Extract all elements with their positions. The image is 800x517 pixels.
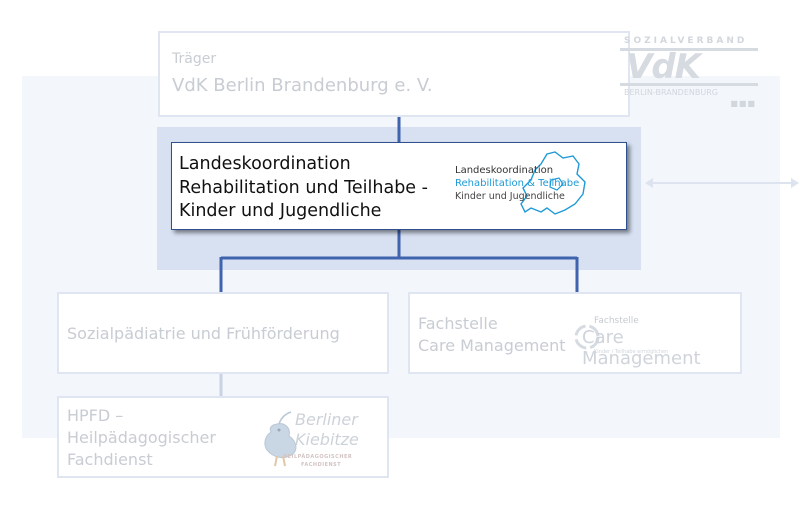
berliner-kiebitze-logo: Berliner Kiebitze HEILPÄDAGOGISCHER FACH… <box>255 406 385 478</box>
bk-logo-line4: FACHDIENST <box>301 462 342 468</box>
cm-logo-main: Care Management <box>582 327 701 369</box>
bk-logo-line1: Berliner <box>295 410 358 429</box>
landeskoordination-logo: Landeskoordination Rehabilitation & Teil… <box>455 150 615 222</box>
vdk-logo-top: SOZIALVERBAND <box>624 36 748 46</box>
lk-logo-line2: Rehabilitation & Teilhabe <box>455 178 580 189</box>
traeger-label: Träger <box>172 51 217 67</box>
bird-icon <box>264 411 297 467</box>
care-node: Fachstelle Care Management Fachstelle Ca… <box>408 292 742 374</box>
vdk-logo-sub: BERLIN-BRANDENBURG <box>624 88 718 97</box>
care-management-logo: Fachstelle Care Management Kinder / Teil… <box>572 316 732 369</box>
main-node-line2: Rehabilitation und Teilhabe - <box>179 177 428 198</box>
sozial-text: Sozialpädiatrie und Frühförderung <box>67 324 340 343</box>
vdk-logo-dots: ■■■ <box>730 99 756 108</box>
cm-logo-sub: Kinder / Teilhabe ermöglichen <box>594 349 669 355</box>
care-line1: Fachstelle <box>418 314 498 333</box>
main-node: Landeskoordination Rehabilitation und Te… <box>171 142 627 230</box>
care-line2: Care Management <box>418 336 566 355</box>
hpfd-line1: HPFD – <box>67 406 124 425</box>
arrow-head-left <box>645 178 653 188</box>
vdk-logo: SOZIALVERBAND VdK BERLIN-BRANDENBURG ■■■ <box>620 36 760 108</box>
vdk-logo-word: VdK <box>626 47 701 87</box>
traeger-name: VdK Berlin Brandenburg e. V. <box>172 75 433 96</box>
lk-logo-line3: Kinder und Jugendliche <box>455 191 565 202</box>
bk-logo-line3: HEILPÄDAGOGISCHER <box>283 454 353 460</box>
main-node-line1: Landeskoordination <box>179 154 351 174</box>
main-node-line3: Kinder und Jugendliche <box>179 201 382 221</box>
hpfd-node: HPFD – Heilpädagogischer Fachdienst Berl… <box>57 396 389 478</box>
hpfd-line2: Heilpädagogischer <box>67 428 216 447</box>
traeger-node: Träger VdK Berlin Brandenburg e. V. SOZI… <box>158 31 758 117</box>
map-outline-icon <box>520 151 586 215</box>
circle-logo-icon <box>574 324 600 350</box>
lk-logo-line1: Landeskoordination <box>455 165 554 176</box>
main-node-text: Landeskoordination Rehabilitation und Te… <box>179 153 428 224</box>
hpfd-line3: Fachdienst <box>67 450 153 469</box>
arrow-head-right <box>791 178 799 188</box>
cm-logo-fach: Fachstelle <box>594 316 639 326</box>
bk-logo-line2: Kiebitze <box>295 430 359 449</box>
sozial-node: Sozialpädiatrie und Frühförderung <box>57 292 389 374</box>
